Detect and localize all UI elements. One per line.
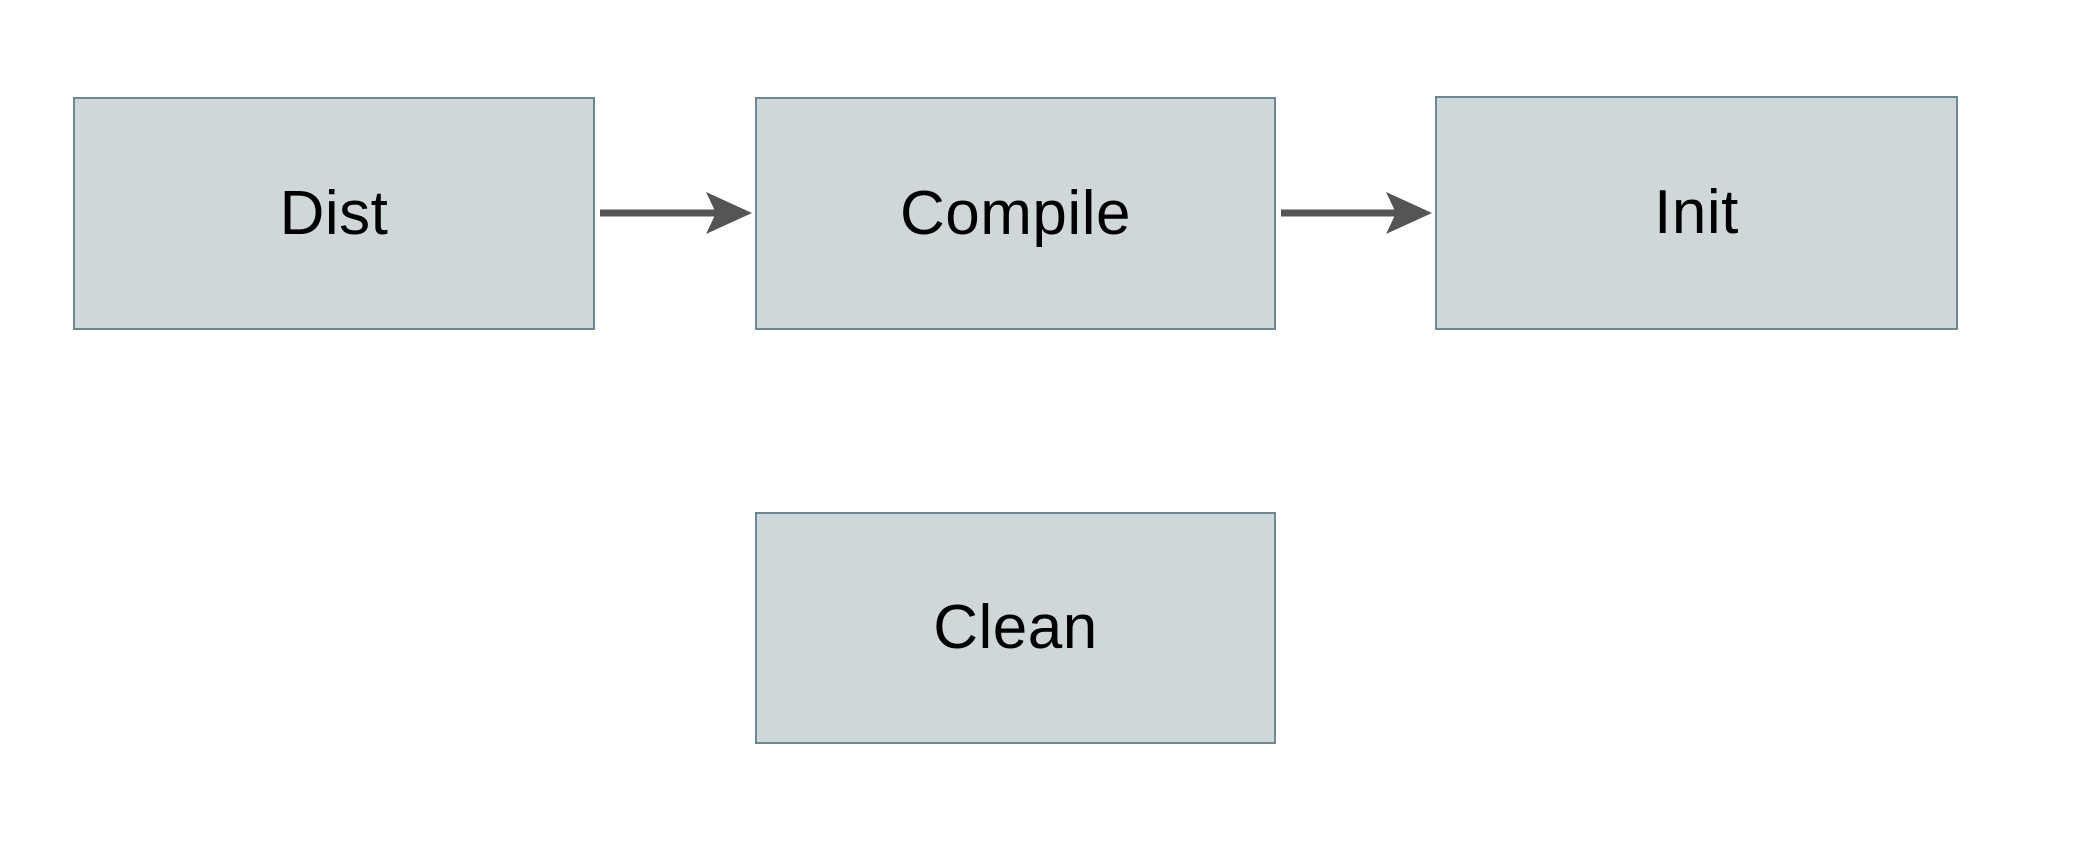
node-clean[interactable]: Clean <box>755 512 1276 744</box>
edge-dist-to-compile[interactable] <box>600 192 752 234</box>
node-clean-label: Clean <box>933 593 1098 662</box>
node-dist[interactable]: Dist <box>73 97 595 330</box>
node-compile-label: Compile <box>900 178 1131 248</box>
node-compile[interactable]: Compile <box>755 97 1276 330</box>
arrowhead-compile-to-init <box>1386 192 1432 234</box>
node-dist-label: Dist <box>279 178 389 248</box>
edge-compile-to-init[interactable] <box>1281 192 1432 234</box>
node-init[interactable]: Init <box>1435 96 1958 330</box>
arrowhead-dist-to-compile <box>706 192 752 234</box>
node-init-label: Init <box>1654 178 1739 247</box>
